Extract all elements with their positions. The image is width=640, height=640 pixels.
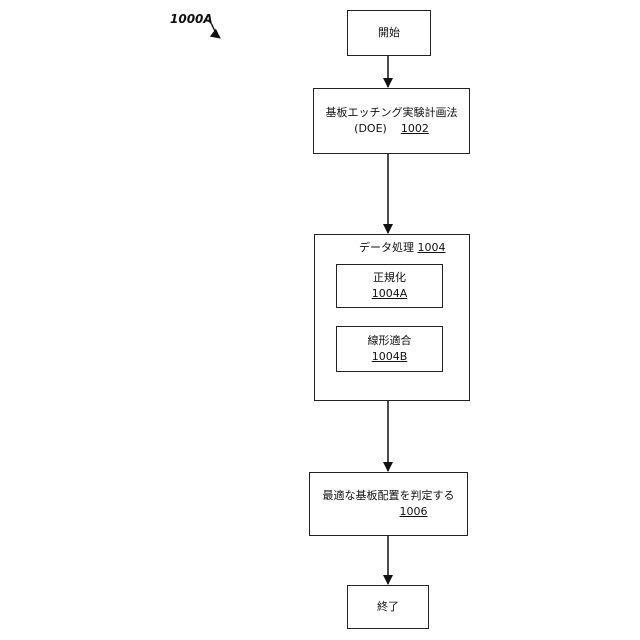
normalization-node: 正規化 1004A [336,264,443,308]
linear-fit-node: 線形適合 1004B [336,326,443,372]
determine-optimal-ref: 1006 [400,504,428,521]
doe-label-second-line: (DOE) 1002 [354,121,429,138]
start-label: 開始 [378,25,400,42]
doe-ref: 1002 [401,122,429,135]
data-processing-title: データ処理 1004 [359,239,446,255]
normalization-ref: 1004A [372,286,408,303]
doe-node: 基板エッチング実験計画法 (DOE) 1002 [313,88,470,154]
linear-fit-ref: 1004B [372,349,408,366]
data-processing-label: データ処理 [359,241,414,254]
data-processing-node [314,234,470,401]
determine-optimal-label: 最適な基板配置を判定する [323,488,455,505]
data-processing-ref: 1004 [418,241,446,254]
end-label: 終了 [377,599,399,616]
start-node: 開始 [347,10,431,56]
doe-label: 基板エッチング実験計画法 [326,105,458,122]
figure-label-curl-arrow [205,20,220,38]
linear-fit-label: 線形適合 [368,333,412,350]
end-node: 終了 [347,585,429,629]
doe-abbreviation: (DOE) [354,122,387,135]
determine-optimal-node: 最適な基板配置を判定する 1006 [309,472,468,536]
normalization-label: 正規化 [373,270,406,287]
